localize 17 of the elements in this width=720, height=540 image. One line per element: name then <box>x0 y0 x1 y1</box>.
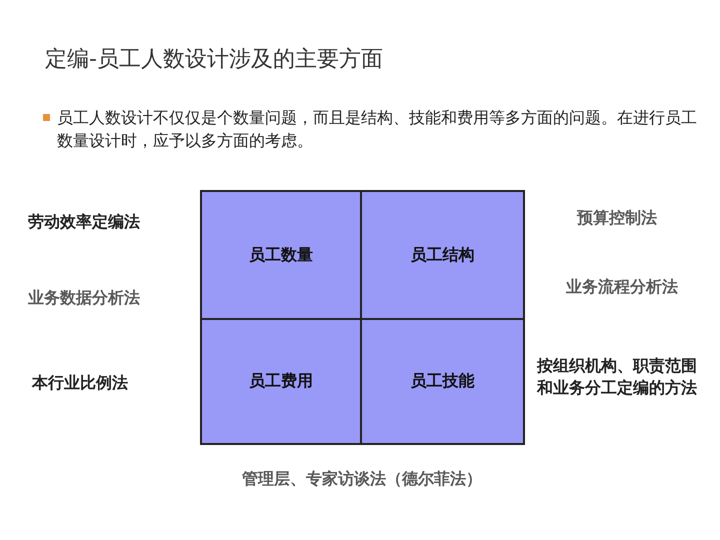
quadrant-box <box>200 190 362 320</box>
bullet-text: 员工人数设计不仅仅是个数量问题，而且是结构、技能和费用等多方面的问题。在进行员工数量设计时，应予以多方面的考虑。 <box>57 107 697 152</box>
method-label: 预算控制法 <box>577 207 658 229</box>
quadrant-label: 员工结构 <box>410 244 474 266</box>
quadrant-label: 员工费用 <box>249 371 313 392</box>
method-label: 管理层、专家访谈法（德尔菲法） <box>242 468 483 490</box>
quadrant-label: 员工数量 <box>249 244 313 266</box>
method-label: 业务数据分析法 <box>28 287 141 309</box>
quadrant-label: 员工技能 <box>410 371 474 392</box>
method-label: 业务流程分析法 <box>566 276 679 298</box>
quadrant-box <box>200 318 362 445</box>
method-label: 劳动效率定编法 <box>28 211 141 233</box>
slide-title: 定编-员工人数设计涉及的主要方面 <box>45 46 383 74</box>
quadrant-box <box>360 318 525 445</box>
method-label: 按组织机构、职责范围和业务分工定编的方法 <box>537 355 698 399</box>
quadrant-box <box>360 190 525 320</box>
method-label: 本行业比例法 <box>32 372 129 394</box>
